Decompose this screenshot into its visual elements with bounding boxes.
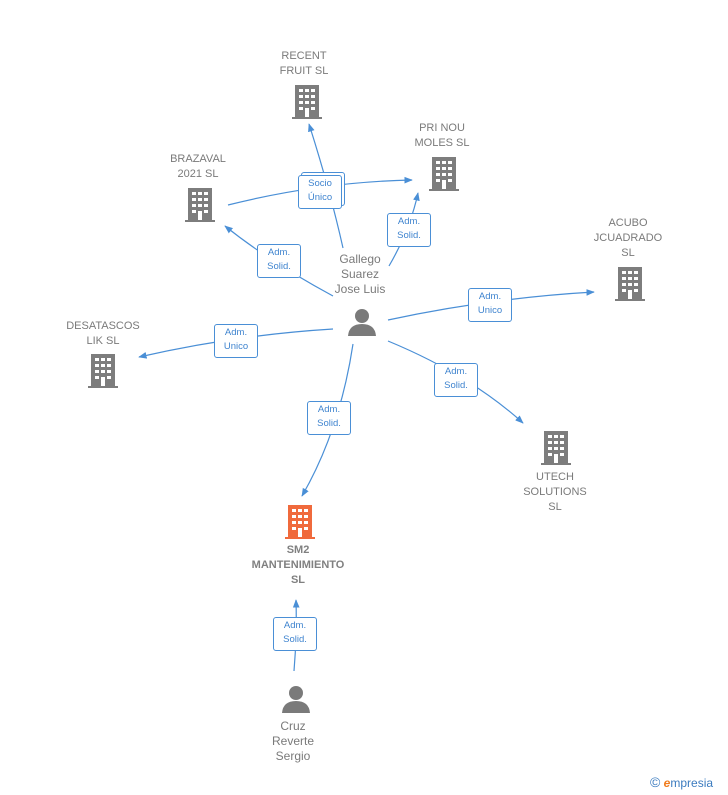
relation-badge-utech[interactable]: Adm. Solid.	[434, 363, 478, 397]
building-icon[interactable]	[540, 430, 572, 466]
brand-text: mpresia	[670, 776, 714, 790]
relation-badge-sm2[interactable]: Adm. Solid.	[307, 401, 351, 435]
building-icon[interactable]	[184, 187, 216, 223]
company-label-prinou[interactable]: PRI NOU MOLES SL	[414, 122, 470, 149]
person-label-gallego[interactable]: Gallego Suarez Jose Luis	[334, 252, 386, 296]
building-icon[interactable]	[428, 156, 460, 192]
company-label-brazaval[interactable]: BRAZAVAL 2021 SL	[170, 153, 226, 180]
copyright-symbol: ©	[650, 774, 661, 790]
relation-badge-acubo[interactable]: Adm. Unico	[468, 288, 512, 322]
company-label-acubo[interactable]: ACUBO JCUADRADO SL	[593, 217, 663, 259]
company-label-utech[interactable]: UTECH SOLUTIONS SL	[523, 471, 587, 513]
empresia-logo[interactable]: © empresia	[650, 774, 713, 790]
company-label-desatascos[interactable]: DESATASCOS LIK SL	[66, 320, 140, 347]
relation-badge-prinou[interactable]: Adm. Solid.	[387, 213, 431, 247]
relation-badge-brazaval[interactable]: Adm. Solid.	[257, 244, 301, 278]
building-icon-main[interactable]	[284, 504, 316, 540]
relation-badge-socio[interactable]: Socio Único	[298, 175, 342, 209]
relation-badge-desatascos[interactable]: Adm. Unico	[214, 324, 258, 358]
person-label-cruz[interactable]: Cruz Reverte Sergio	[271, 719, 315, 763]
person-icon[interactable]	[347, 307, 377, 337]
person-icon[interactable]	[281, 684, 311, 714]
building-icon[interactable]	[614, 266, 646, 302]
building-icon[interactable]	[87, 353, 119, 389]
building-icon[interactable]	[291, 84, 323, 120]
company-label-sm2[interactable]: SM2 MANTENIMIENTO SL	[251, 544, 345, 586]
brand-e: e	[663, 776, 671, 790]
relation-badge-cruz[interactable]: Adm. Solid.	[273, 617, 317, 651]
company-label-recent[interactable]: RECENT FRUIT SL	[279, 50, 329, 77]
